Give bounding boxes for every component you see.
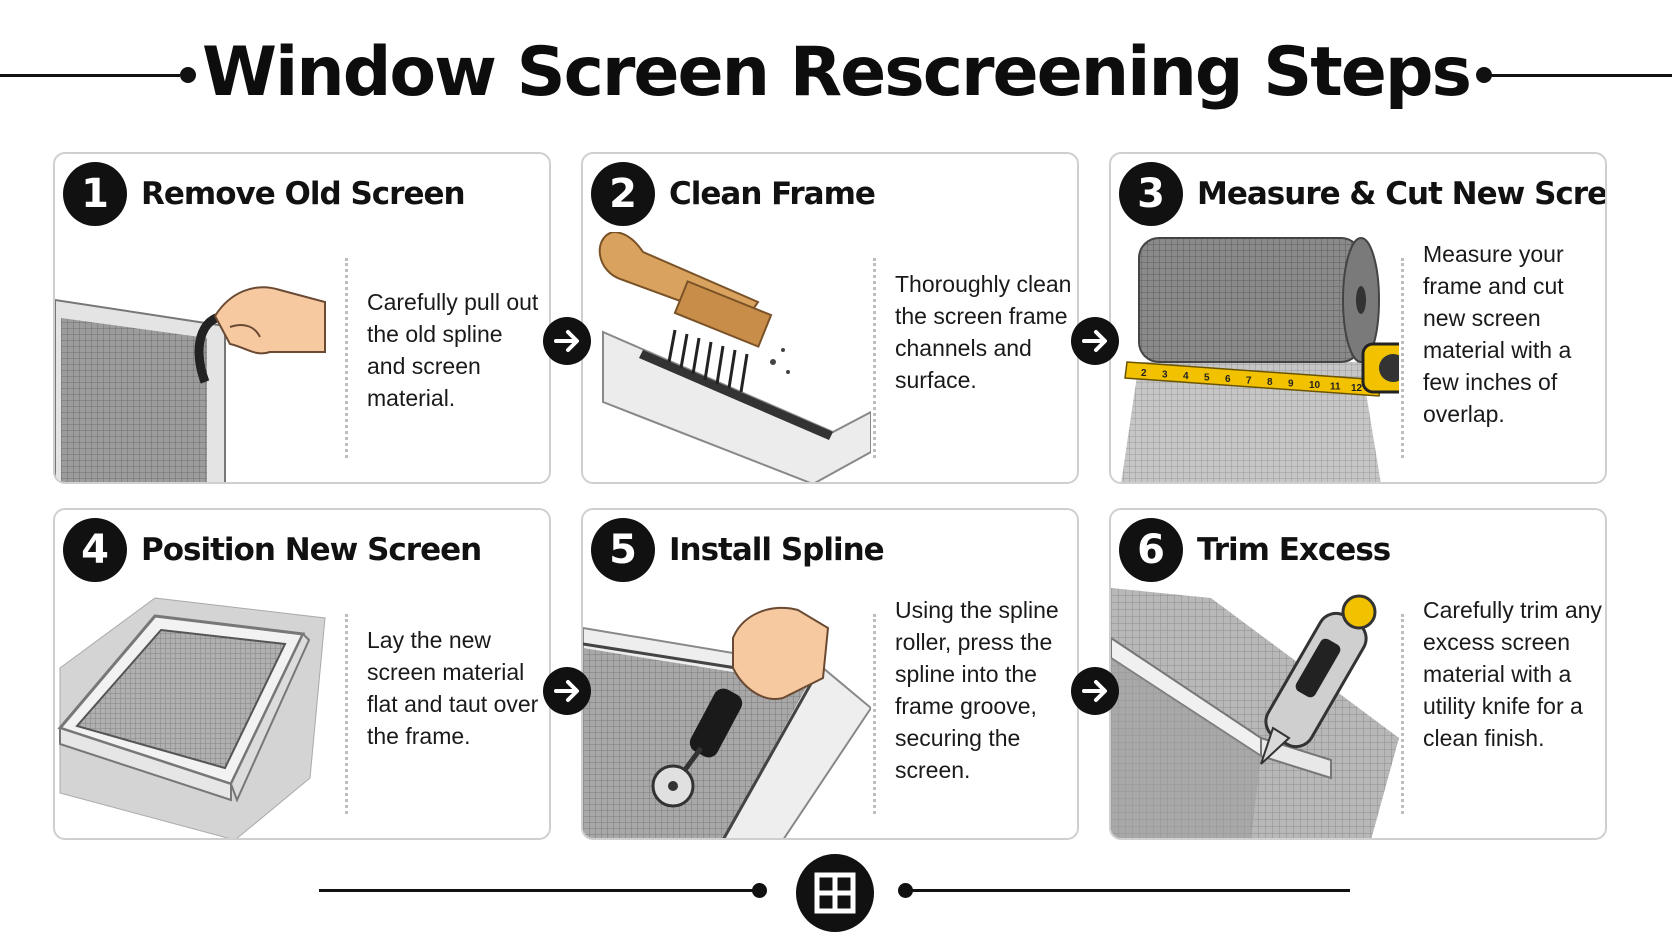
step-card-6: 6 Trim Excess Carefully trim any excess …	[1109, 508, 1607, 840]
window-icon	[796, 854, 874, 932]
footer-dot-left	[752, 883, 767, 898]
tape-number: 3	[1162, 370, 1168, 381]
step-number-1: 1	[63, 162, 127, 226]
tape-number: 6	[1225, 374, 1231, 385]
step-divider-2	[873, 258, 876, 458]
step-card-1: 1 Remove Old Screen Carefully pull out t…	[53, 152, 551, 484]
step-divider-5	[873, 614, 876, 814]
tape-number: 9	[1288, 379, 1294, 390]
step-description-4: Lay the new screen material flat and tau…	[367, 627, 539, 749]
step-title-5: Install Spline	[669, 532, 885, 568]
tape-number: 2	[1141, 368, 1147, 379]
arrow-right-icon	[1071, 667, 1119, 715]
step-number-2: 2	[591, 162, 655, 226]
step-title-1: Remove Old Screen	[141, 176, 466, 212]
screen-roll-tape-measure-icon: 2 3 4 5 6 7 8 9 10 11 12	[1111, 232, 1399, 482]
footer-line-left	[319, 889, 759, 892]
step-card-4: 4 Position New Screen Lay the new screen…	[53, 508, 551, 840]
step-description-6: Carefully trim any excess screen materia…	[1423, 597, 1602, 751]
utility-knife-icon	[1111, 588, 1399, 838]
step-description-3: Measure your frame and cut new screen ma…	[1423, 241, 1572, 427]
step-number-5: 5	[591, 518, 655, 582]
step-number-6: 6	[1119, 518, 1183, 582]
tape-number: 4	[1183, 371, 1189, 382]
spline-roller-icon	[583, 588, 871, 838]
screen-over-frame-icon	[55, 588, 343, 838]
step-title-4: Position New Screen	[141, 532, 482, 568]
step-card-5: 5 Install Spline Using the spline roller…	[581, 508, 1079, 840]
step-card-2: 2 Clean Frame Thoroughly clean the scree…	[581, 152, 1079, 484]
step-number-3: 3	[1119, 162, 1183, 226]
tape-number: 7	[1246, 376, 1252, 387]
step-description-1: Carefully pull out the old spline and sc…	[367, 289, 539, 411]
title-line-left	[0, 74, 180, 77]
step-description-2: Thoroughly clean the screen frame channe…	[895, 271, 1072, 393]
arrow-right-icon	[543, 667, 591, 715]
brush-cleaning-frame-icon	[583, 232, 871, 482]
footer-line-right	[910, 889, 1350, 892]
tape-number: 12	[1351, 383, 1363, 394]
step-divider-3	[1401, 258, 1404, 458]
step-number-4: 4	[63, 518, 127, 582]
title-line-right	[1490, 74, 1672, 77]
tape-number: 8	[1267, 377, 1273, 388]
step-divider-4	[345, 614, 348, 814]
tape-number: 5	[1204, 373, 1210, 384]
page-title: Window Screen Rescreening Steps	[201, 33, 1472, 112]
step-title-3: Measure & Cut New Screen	[1197, 176, 1607, 212]
hand-pulling-spline-icon	[55, 232, 343, 482]
arrow-right-icon	[1071, 317, 1119, 365]
step-title-2: Clean Frame	[669, 176, 876, 212]
footer-dot-right	[898, 883, 913, 898]
step-divider-6	[1401, 614, 1404, 814]
step-card-3: 3 Measure & Cut New Screen 2 3 4 5 6 7 8 9 10 11 1…	[1109, 152, 1607, 484]
step-description-5: Using the spline roller, press the splin…	[895, 597, 1059, 783]
title-dot-left	[180, 67, 196, 83]
title-row: Window Screen Rescreening Steps	[0, 0, 1672, 150]
step-divider-1	[345, 258, 348, 458]
step-title-6: Trim Excess	[1197, 532, 1391, 568]
arrow-right-icon	[543, 317, 591, 365]
tape-number: 11	[1330, 382, 1341, 393]
tape-number: 10	[1309, 380, 1321, 391]
title-dot-right	[1476, 67, 1492, 83]
